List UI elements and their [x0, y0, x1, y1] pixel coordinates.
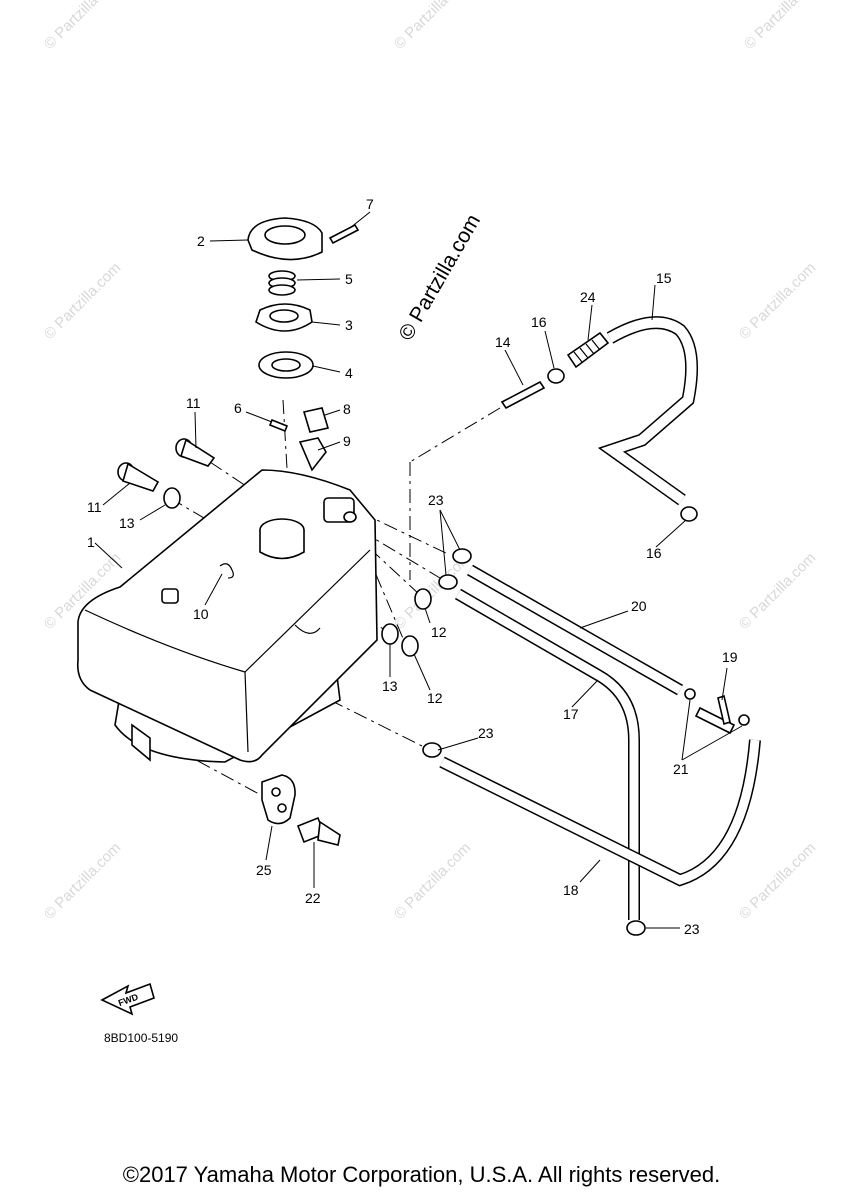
bolt: [117, 438, 216, 492]
callout-16: 16: [646, 545, 662, 561]
callout-11: 11: [186, 395, 201, 411]
callout-13: 13: [119, 515, 135, 531]
fuel-tank: [76, 469, 378, 763]
callout-18: 18: [563, 882, 579, 898]
watermark: © Partzilla.com: [41, 259, 124, 342]
breather-hose-fill: [601, 317, 697, 505]
watermark: © Partzilla.com: [736, 259, 819, 342]
watermark: © Partzilla.com: [41, 0, 124, 53]
callout-12: 12: [427, 690, 443, 706]
callout-1: 1: [87, 534, 95, 550]
callout-23: 23: [684, 921, 700, 937]
watermark: © Partzilla.com: [736, 549, 819, 632]
leader-lines: [94, 211, 743, 929]
callout-9: 9: [343, 433, 351, 449]
small-pin: [268, 418, 289, 433]
union-bolt: [500, 380, 546, 410]
callout-13: 13: [382, 678, 398, 694]
callout-6: 6: [234, 400, 242, 416]
fwd-arrow-icon: FWD: [100, 982, 155, 1016]
watermark: © Partzilla.com: [741, 0, 824, 53]
watermark: © Partzilla.com: [391, 839, 474, 922]
callout-22: 22: [305, 890, 321, 906]
spring-hose-guard: [566, 331, 610, 369]
hose-clamp: [422, 548, 646, 936]
washer: [163, 487, 399, 645]
spring: [268, 270, 296, 296]
clip: [302, 407, 330, 433]
callout-10: 10: [193, 606, 209, 622]
callout-17: 17: [563, 706, 579, 722]
callout-2: 2: [197, 233, 205, 249]
callout-4: 4: [345, 365, 353, 381]
callout-14: 14: [495, 334, 511, 350]
watermark-layer: © Partzilla.com © Partzilla.com © Partzi…: [41, 0, 824, 923]
callout-8: 8: [343, 401, 351, 417]
callout-24: 24: [580, 289, 596, 305]
callout-23: 23: [478, 725, 494, 741]
callout-25: 25: [256, 862, 272, 878]
bracket: [298, 437, 327, 472]
grommet: [401, 588, 432, 657]
callout-19: 19: [722, 649, 738, 665]
callout-16: 16: [531, 314, 547, 330]
watermark: © Partzilla.com: [391, 0, 474, 53]
flange-bolt: [296, 816, 341, 846]
cap-seat: [255, 303, 313, 332]
callout-23: 23: [428, 492, 444, 508]
callout-5: 5: [345, 271, 353, 287]
callout-15: 15: [656, 270, 672, 286]
hose-clip: [684, 688, 750, 726]
hose-clamp: [547, 368, 698, 522]
callout-labels: 2 7 5 3 4 6 8 9 11 11 13 1 10 12 12 13 1…: [87, 196, 738, 937]
diagram-code: 8BD100-5190: [104, 1031, 179, 1045]
callout-12: 12: [431, 624, 447, 640]
gasket: [258, 351, 314, 379]
watermark-main: © Partzilla.com: [394, 210, 485, 344]
stay: [261, 774, 296, 825]
wire-clip: [219, 563, 234, 579]
callout-3: 3: [345, 317, 353, 333]
callout-7: 7: [366, 196, 374, 212]
fuel-tank-cap: [247, 217, 323, 261]
callout-11: 11: [87, 499, 102, 515]
callout-21: 21: [673, 761, 689, 777]
watermark: © Partzilla.com: [41, 839, 124, 922]
callout-20: 20: [631, 598, 647, 614]
copyright-notice: ©2017 Yamaha Motor Corporation, U.S.A. A…: [122, 1162, 721, 1187]
pin: [328, 223, 360, 245]
watermark: © Partzilla.com: [736, 839, 819, 922]
